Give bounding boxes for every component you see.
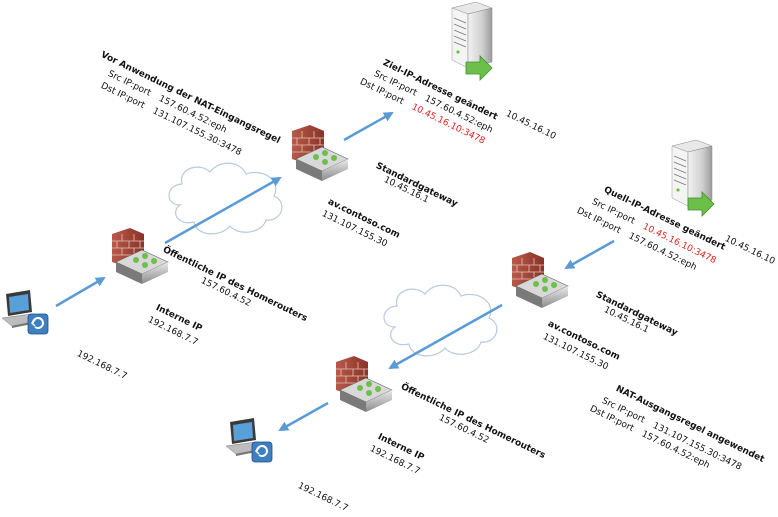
server-icon: [451, 1, 493, 69]
laptop-icon: [1, 289, 49, 335]
router-firewall-icon: [291, 124, 349, 182]
router-firewall-icon: [511, 251, 569, 309]
arrow-icon: [278, 401, 329, 432]
arrow-icon: [55, 276, 106, 308]
arrow-icon: [343, 111, 394, 142]
router-firewall-icon: [111, 227, 169, 285]
arrow-icon: [164, 176, 282, 245]
router-firewall-icon: [335, 355, 393, 413]
arrow-icon: [388, 303, 503, 370]
internet-cloud-icon: [383, 284, 498, 357]
laptop-icon: [225, 417, 273, 463]
arrow-icon: [564, 239, 615, 270]
internet-cloud-icon: [168, 162, 283, 235]
